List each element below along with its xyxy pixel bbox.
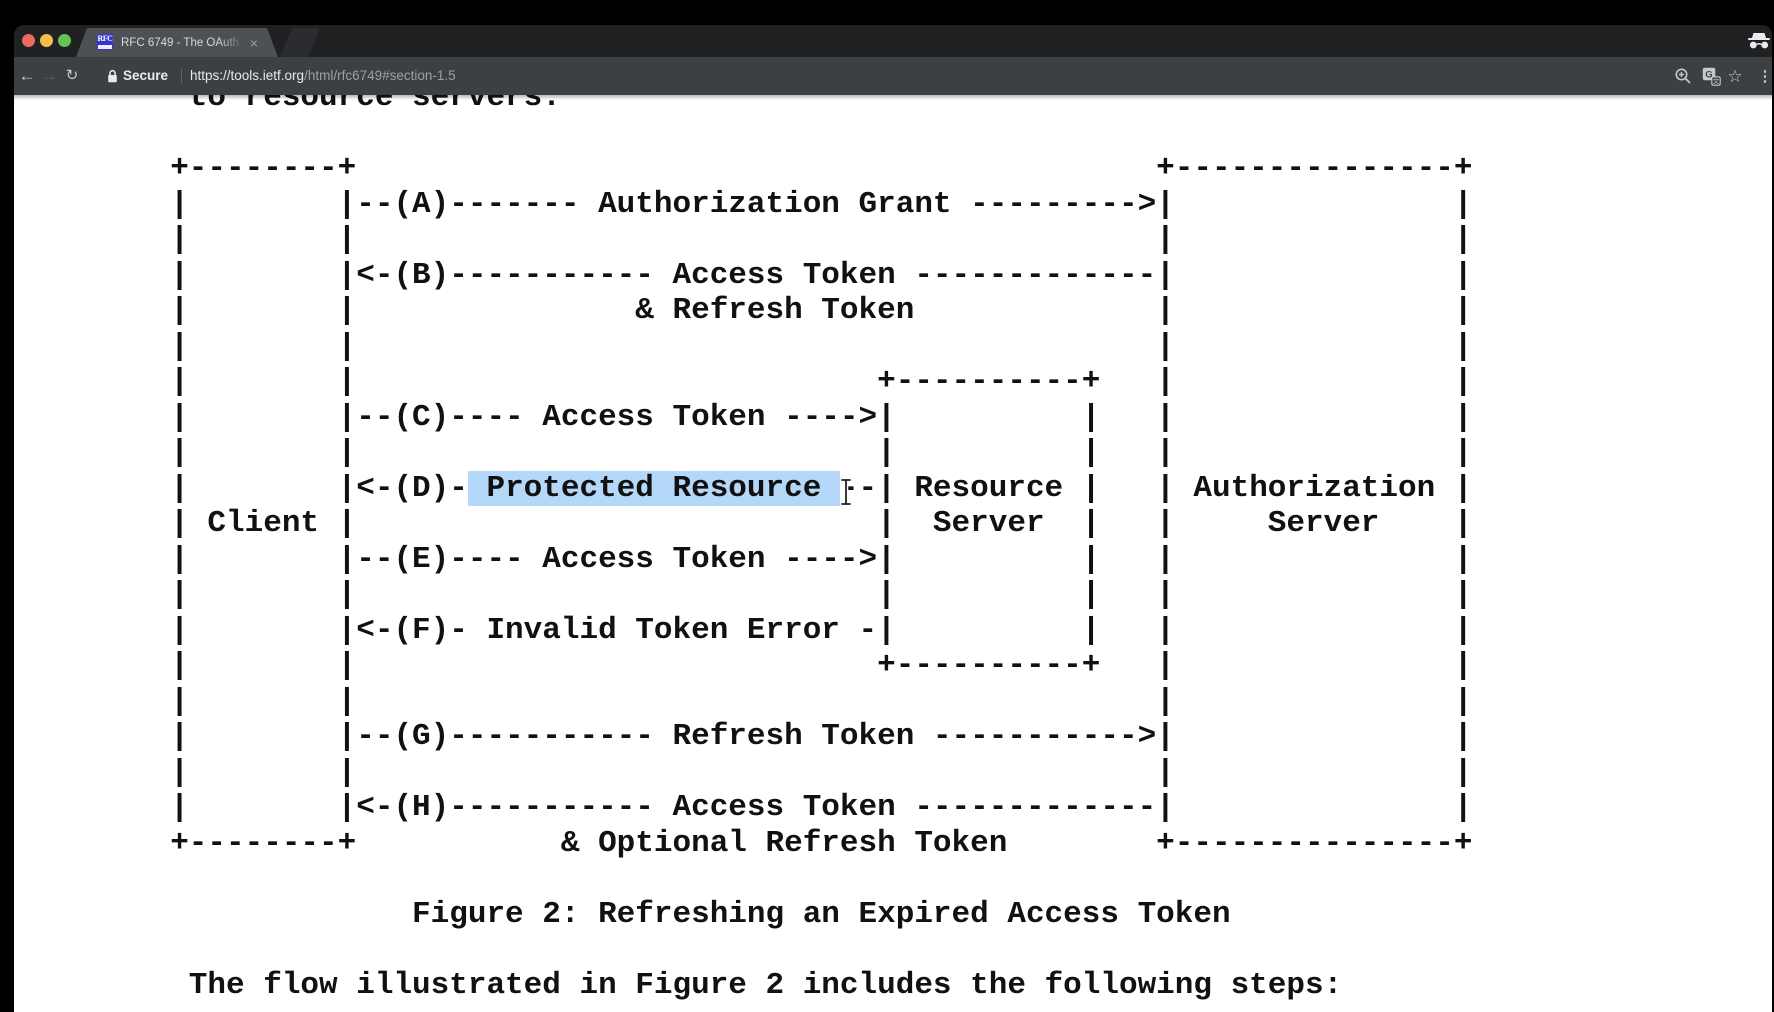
- macos-close-button[interactable]: [22, 34, 35, 47]
- diagram-line: | | | | | |: [133, 577, 1473, 612]
- page-zoom-icon[interactable]: [1672, 66, 1694, 88]
- url-path: /html/rfc6749#section-1.5: [304, 68, 456, 83]
- browser-tab[interactable]: RFC ........ RFC 6749 - The OAuth 2.0 Au…: [76, 28, 278, 57]
- diagram-line: | |--(A)------- Authorization Grant ----…: [133, 186, 1473, 222]
- diagram-line: | |<-(D)- Protected Resource --| Resourc…: [133, 470, 1473, 506]
- macos-zoom-button[interactable]: [58, 34, 71, 47]
- forward-button[interactable]: →: [40, 66, 58, 85]
- macos-minimize-button[interactable]: [40, 34, 53, 47]
- diagram-line: | |--(E)---- Access Token ---->| | | |: [133, 541, 1473, 577]
- selected-text: Protected Resource: [467, 470, 840, 506]
- address-bar: ← → ↻ Secure https://tools.ietf.org/html…: [14, 57, 1772, 95]
- url-host: https://tools.ietf.org: [190, 68, 305, 83]
- omnibox-separator: [181, 68, 182, 84]
- diagram-line: | | | |: [133, 683, 1473, 719]
- diagram-line: | |--(C)---- Access Token ---->| | | |: [133, 399, 1473, 435]
- rfc-ascii-diagram: to resource servers. +--------+ +-------…: [133, 95, 1472, 1003]
- diagram-line: | | | | | |: [133, 435, 1473, 470]
- browser-window: RFC ........ RFC 6749 - The OAuth 2.0 Au…: [14, 25, 1772, 1012]
- diagram-line: | | | |: [133, 754, 1473, 790]
- lock-icon[interactable]: [106, 69, 119, 84]
- diagram-line: | | | |: [133, 222, 1473, 257]
- diagram-line: | | +----------+ | |: [133, 648, 1473, 683]
- back-button[interactable]: ←: [18, 66, 36, 85]
- rfc-favicon-icon: RFC ........: [97, 34, 113, 49]
- diagram-line: Figure 2: Refreshing an Expired Access T…: [133, 896, 1231, 932]
- tab-strip: RFC ........ RFC 6749 - The OAuth 2.0 Au…: [14, 25, 1772, 57]
- diagram-line: | |--(G)----------- Refresh Token ------…: [133, 719, 1473, 754]
- tab-title: RFC 6749 - The OAuth 2.0 Auth: [121, 37, 204, 49]
- diagram-line: | |<-(H)----------- Access Token -------…: [133, 790, 1473, 825]
- diagram-line: | |<-(B)----------- Access Token -------…: [133, 257, 1473, 293]
- diagram-line: [133, 116, 1472, 152]
- diagram-line: +--------+ & Optional Refresh Token +---…: [133, 825, 1473, 861]
- diagram-line: to resource servers.: [133, 95, 561, 115]
- tab-close-icon[interactable]: ×: [249, 35, 259, 51]
- text-cursor-icon: [838, 477, 854, 512]
- page-content: to resource servers. +--------+ +-------…: [14, 95, 1772, 1012]
- svg-text:文: 文: [1712, 76, 1719, 85]
- diagram-line: +--------+ +---------------+: [133, 151, 1473, 186]
- diagram-line: | | | |: [133, 328, 1473, 364]
- reload-button[interactable]: ↻: [65, 67, 79, 84]
- svg-text:G: G: [1705, 70, 1712, 81]
- diagram-line: | | & Refresh Token | |: [133, 293, 1473, 328]
- new-tab-button[interactable]: [280, 28, 320, 57]
- diagram-line: The flow illustrated in Figure 2 include…: [133, 967, 1343, 1003]
- diagram-line: | |<-(F)- Invalid Token Error -| | | |: [133, 612, 1473, 648]
- translate-icon[interactable]: G 文: [1700, 67, 1722, 89]
- diagram-line: | Client | | Server | | Server |: [133, 506, 1473, 541]
- bookmark-star-icon[interactable]: ☆: [1727, 67, 1743, 86]
- diagram-line: | | +----------+ | |: [133, 364, 1473, 399]
- diagram-line: [133, 861, 1472, 897]
- url-field[interactable]: https://tools.ietf.org/html/rfc6749#sect…: [190, 67, 456, 85]
- incognito-icon: [1747, 32, 1771, 50]
- tab-title-fade: [219, 34, 249, 54]
- browser-menu-icon[interactable]: ⋮: [1757, 68, 1773, 85]
- secure-label: Secure: [123, 68, 169, 83]
- diagram-line: [133, 932, 1472, 968]
